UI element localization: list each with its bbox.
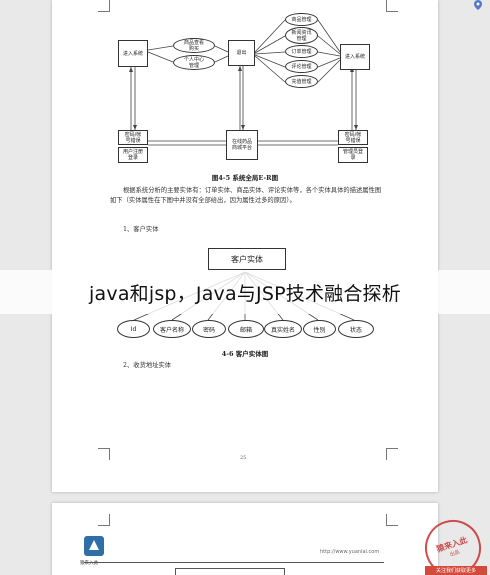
platform-label: 在线药品 商城平台: [231, 139, 252, 151]
attribute-label: 客户名称: [159, 326, 184, 334]
attribute-ellipse: 状态: [338, 320, 374, 338]
er-diagram-caption: 图4-5 系统全局E-R图: [211, 174, 279, 182]
right-item-ellipse: 商品管理: [285, 13, 318, 26]
crop-mark: [98, 0, 110, 12]
page-2-figure-box: [175, 568, 285, 575]
right-item-label: 订单管理: [291, 48, 312, 55]
attribute-label: 密码: [202, 326, 215, 334]
attribute-ellipse: 客户名称: [153, 320, 191, 338]
personal-center-label: 个人中心 管理: [183, 56, 204, 69]
admin-login-label: 管理员登 录: [342, 149, 363, 161]
attribute-ellipse: 真实姓名: [264, 320, 302, 338]
right-item-ellipse: 充值管理: [285, 75, 318, 88]
enter-system-left-box: 进入系统: [118, 40, 148, 67]
attribute-ellipse: 性别: [303, 320, 336, 338]
attribute-label: 状态: [349, 326, 362, 334]
attribute-label: Id: [130, 325, 137, 333]
page-number: 25: [240, 455, 247, 461]
user-register-login-label: 用户注册 登录: [122, 149, 143, 161]
product-purchase-label: 商品查看 购买: [183, 39, 204, 52]
right-item-label: 商品管理: [291, 16, 312, 23]
publisher-logo: [84, 536, 104, 556]
attribute-ellipse: Id: [117, 320, 150, 338]
right-item-label: 新闻资讯 管理: [291, 29, 312, 42]
attribute-label: 邮箱: [239, 326, 252, 334]
crop-mark: [98, 514, 110, 526]
product-purchase-ellipse: 商品查看 购买: [173, 38, 215, 53]
right-item-ellipse: 评论管理: [285, 60, 318, 73]
right-item-ellipse: 新闻资讯 管理: [285, 27, 318, 44]
section-customer-entity: 1、客户实体: [123, 226, 159, 233]
attribute-ellipse: 邮箱: [228, 320, 264, 338]
right-password-error-label: 密码/帐 号错误: [344, 131, 362, 144]
right-password-error-box: 密码/帐 号错误: [338, 130, 368, 145]
crop-mark: [386, 448, 398, 460]
stamp-sub-text: 出品: [449, 549, 461, 559]
left-password-error-label: 密码/帐 号错误: [124, 131, 142, 144]
publisher-logo-text: 猿来入此: [80, 561, 98, 566]
admin-login-box: 管理员登 录: [338, 147, 368, 163]
body-paragraph: 根据系统分析的主要实体有：订单实体、商品实体、评论实体等，各个实体具体的描述属性…: [110, 187, 382, 204]
stamp-banner: 关注我们获取更多: [425, 566, 487, 575]
page-2-header-rule: [84, 562, 384, 563]
right-item-ellipse: 订单管理: [285, 45, 318, 58]
enter-system-right-label: 进入系统: [344, 54, 365, 60]
right-item-label: 评论管理: [291, 63, 312, 70]
location-pin-icon[interactable]: [474, 0, 484, 10]
platform-box: 在线药品 商城平台: [226, 130, 258, 160]
enter-system-right-box: 进入系统: [340, 44, 370, 70]
crop-mark: [386, 0, 398, 12]
customer-entity-title: 客户实体: [231, 254, 263, 264]
publisher-url: http://www.yuanlai.com: [320, 549, 380, 555]
document-page-1: [52, 0, 438, 492]
crop-mark: [386, 514, 398, 526]
right-item-label: 充值管理: [291, 78, 312, 85]
title-watermark-banner: java和jsp，Java与JSP技术融合探析: [0, 270, 490, 314]
customer-entity-caption: 4-6 客户实体图: [221, 350, 269, 358]
attribute-label: 性别: [313, 326, 326, 334]
customer-entity-box: 客户实体: [208, 248, 286, 270]
section-address-entity: 2、收货地址实体: [123, 362, 172, 369]
user-register-login-box: 用户注册 登录: [118, 147, 148, 163]
enter-system-left-label: 进入系统: [122, 50, 143, 57]
personal-center-ellipse: 个人中心 管理: [173, 55, 215, 70]
attribute-label: 真实姓名: [270, 326, 295, 334]
attribute-ellipse: 密码: [192, 320, 226, 338]
left-password-error-box: 密码/帐 号错误: [118, 130, 148, 145]
crop-mark: [98, 448, 110, 460]
title-watermark-text: java和jsp，Java与JSP技术融合探析: [89, 282, 401, 305]
document-page-2: [52, 503, 438, 575]
logout-box: 退出: [228, 40, 255, 66]
logout-label: 退出: [236, 50, 247, 56]
